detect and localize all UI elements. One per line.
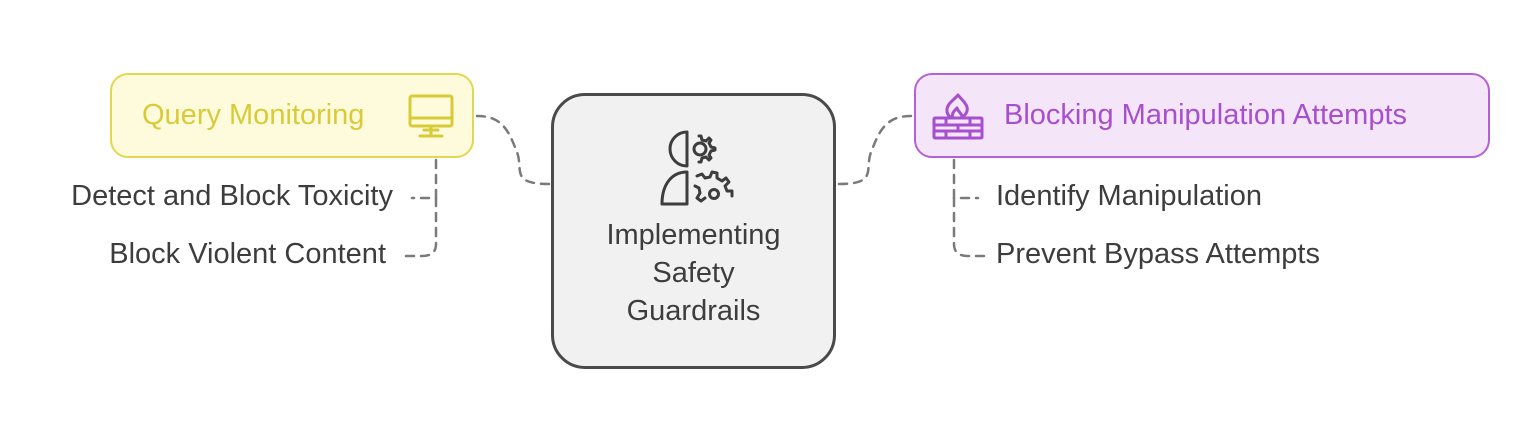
query-monitoring-label: Query Monitoring xyxy=(142,99,365,131)
connector-blocking-to-identify xyxy=(952,158,980,200)
connector-center-to-query xyxy=(475,114,551,186)
connector-center-to-blocking xyxy=(837,114,913,186)
blocking-manipulation-node xyxy=(914,73,1490,158)
center-title-line: Guardrails xyxy=(626,295,761,327)
connector-blocking-to-prevent xyxy=(952,196,986,258)
human-gear-icon xyxy=(660,130,734,206)
leaf-detect-toxicity: Detect and Block Toxicity xyxy=(71,180,393,212)
leaf-identify-manipulation: Identify Manipulation xyxy=(996,180,1262,212)
leaf-block-violent-content: Block Violent Content xyxy=(109,238,386,270)
center-title: Implementing Safety Guardrails xyxy=(551,216,836,330)
center-title-line: Safety xyxy=(652,257,735,289)
leaf-prevent-bypass: Prevent Bypass Attempts xyxy=(996,238,1320,270)
blocking-manipulation-label: Blocking Manipulation Attempts xyxy=(1004,99,1407,131)
monitor-icon xyxy=(408,94,454,138)
connector-query-to-violent xyxy=(404,196,438,258)
center-title-line: Implementing xyxy=(606,219,781,251)
connector-query-to-toxicity xyxy=(410,158,438,200)
firewall-icon xyxy=(932,93,984,140)
center-node xyxy=(551,93,836,369)
query-monitoring-node xyxy=(110,73,474,158)
